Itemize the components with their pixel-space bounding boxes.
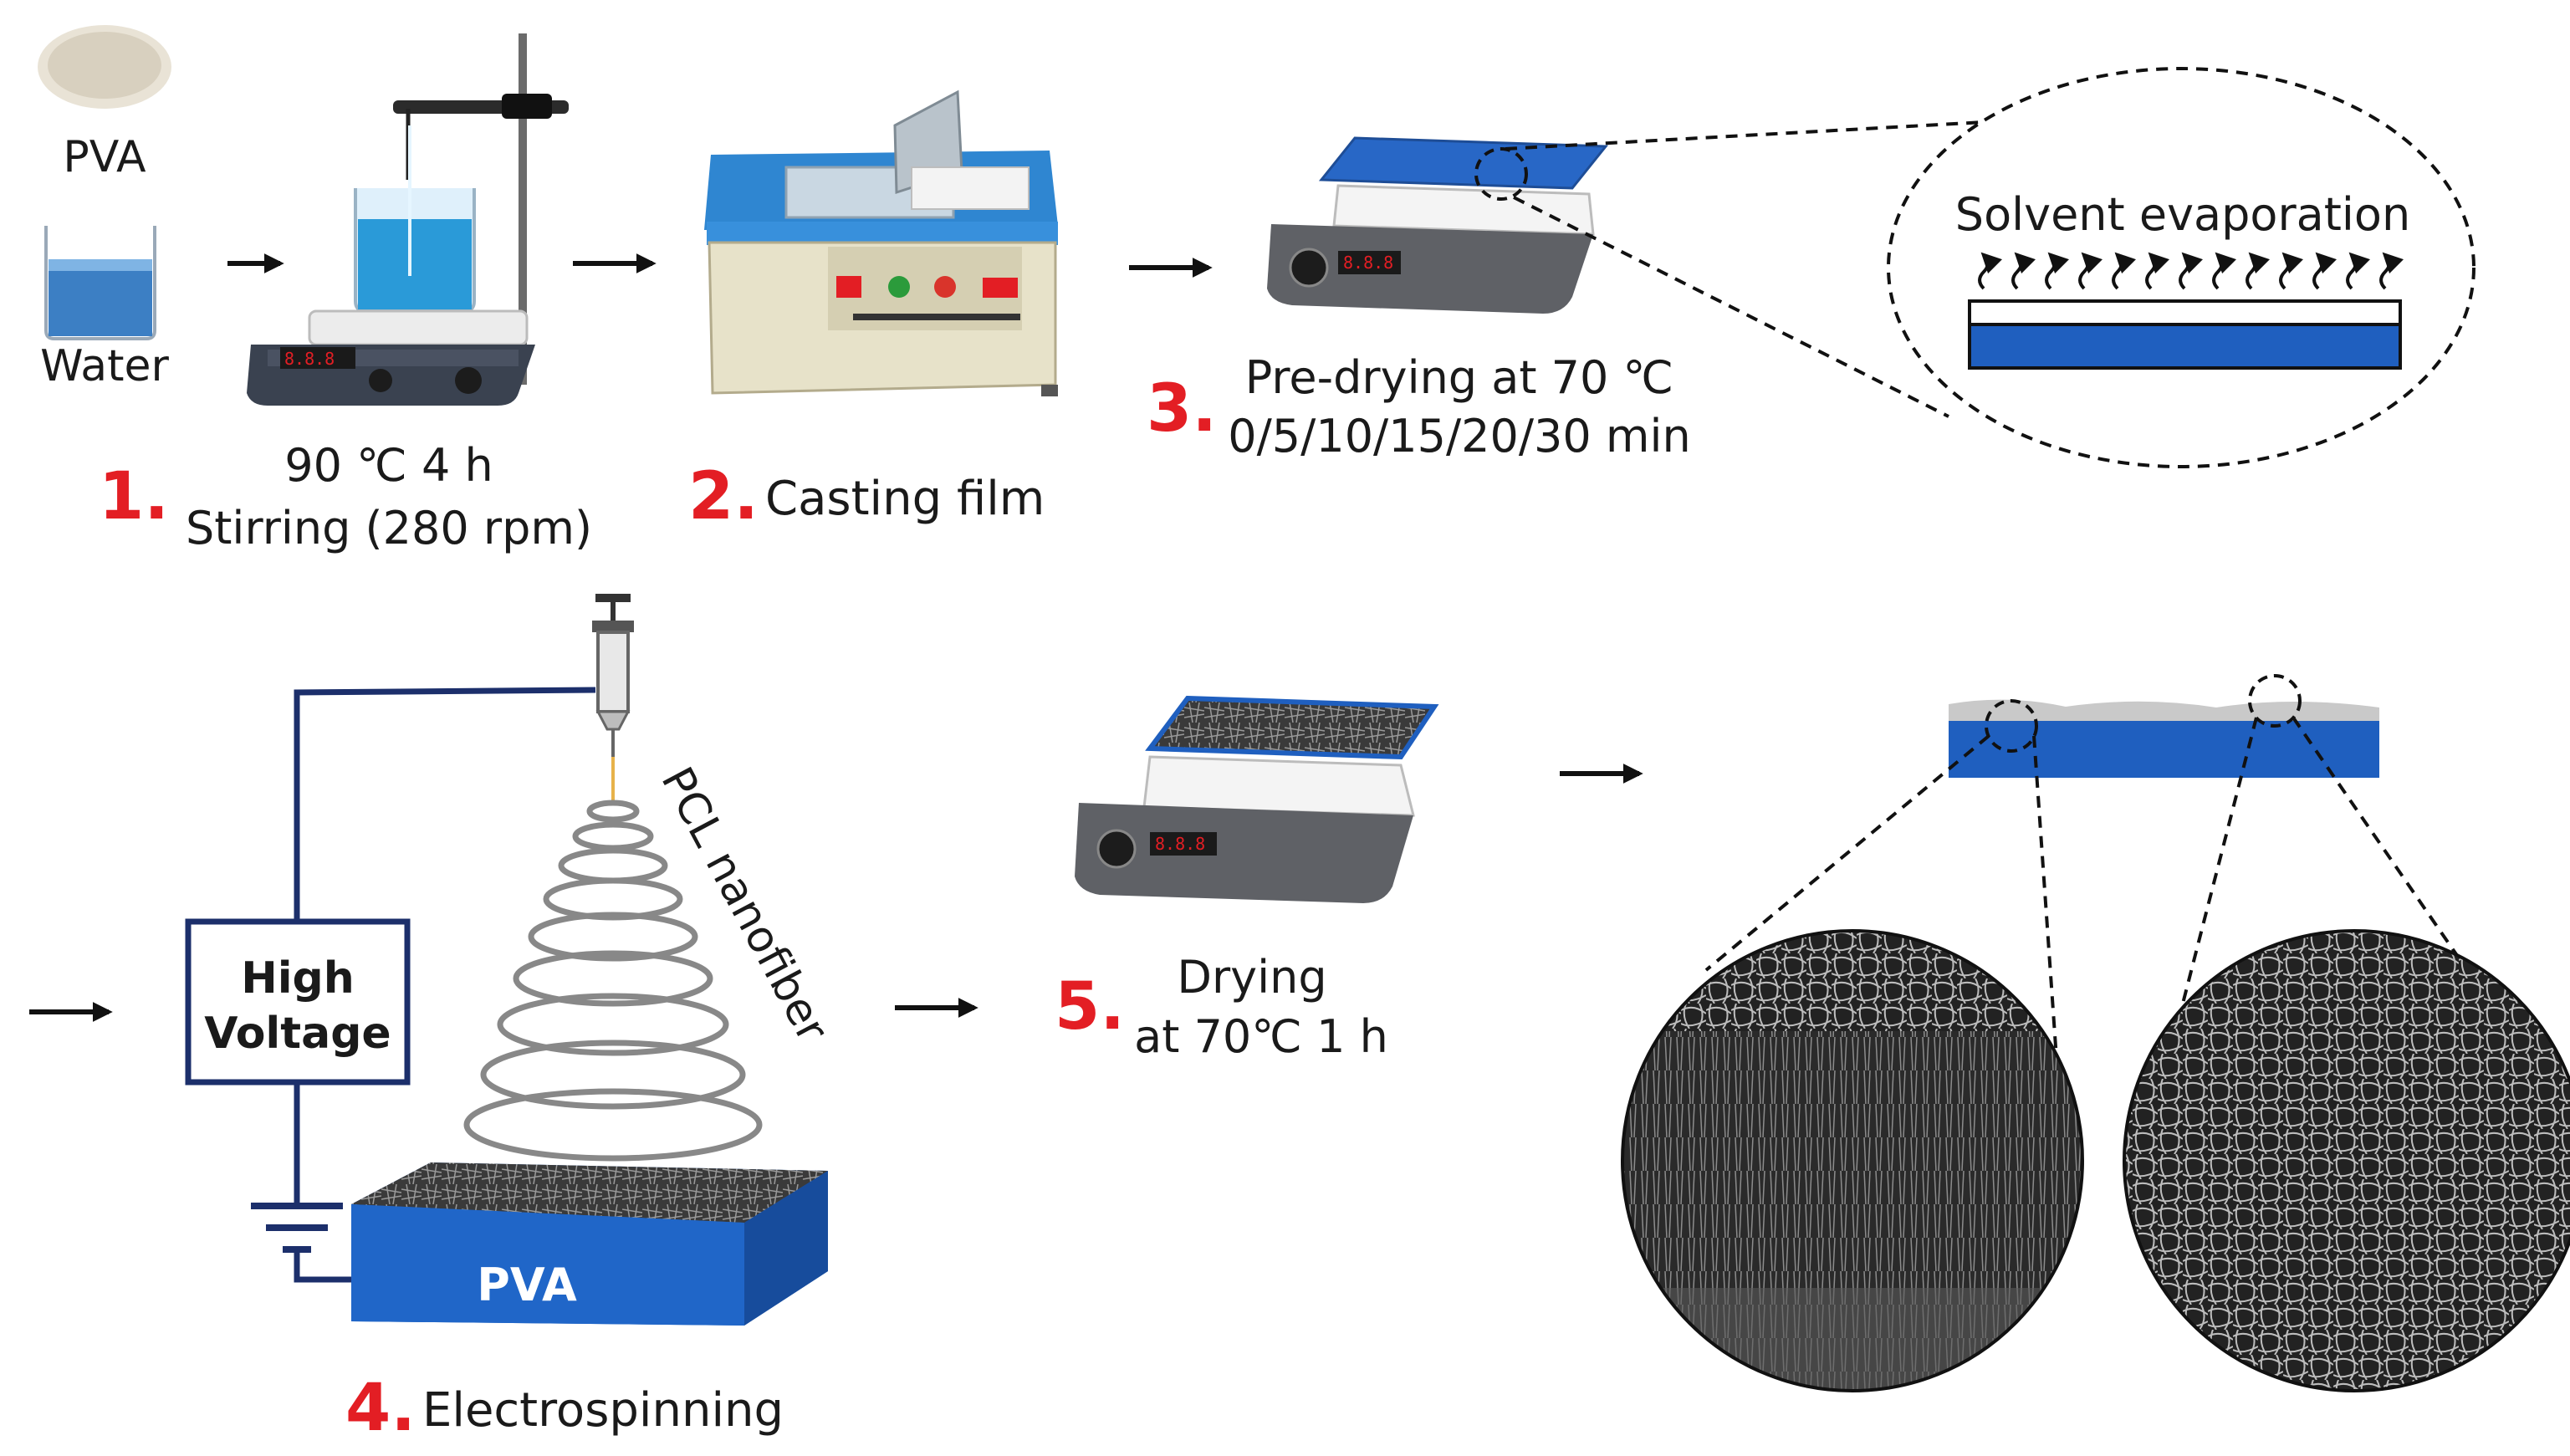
step1-stirring: Stirring (280 rpm) (186, 502, 592, 554)
step2-number: 2. (688, 459, 759, 534)
step4-label: Electrospinning (422, 1383, 784, 1438)
pva-film-layer (1968, 323, 2402, 370)
zoom-line-r2 (2292, 716, 2469, 972)
step5-drying: Drying (1177, 951, 1326, 1004)
evaporation-label: Solvent evaporation (1955, 188, 2410, 241)
hotplate-with-film-icon: 8.8.8 (1267, 136, 1609, 314)
svg-text:8.8.8: 8.8.8 (1343, 253, 1393, 273)
step5-condition: at 70℃ 1 h (1134, 1010, 1388, 1063)
step3-durations: 0/5/10/15/20/30 min (1228, 410, 1691, 462)
sem-surface-image (2124, 931, 2570, 1391)
step4-number: 4. (345, 1371, 416, 1446)
step1-condition: 90 ℃ 4 h (284, 439, 493, 492)
ground-icon (251, 1203, 343, 1253)
magnetic-stirrer-icon: 8.8.8 (247, 33, 569, 406)
pva-label: PVA (63, 132, 146, 182)
film-zoom-spot (1474, 147, 1528, 201)
zoom-line-l2 (2032, 735, 2059, 1071)
svg-text:8.8.8: 8.8.8 (1155, 834, 1205, 854)
evaporation-zoom-ellipse (1887, 67, 2475, 468)
zoom-spot-left (1985, 699, 2038, 753)
film-applicator-icon (704, 89, 1058, 396)
high-voltage-label-2: Voltage (204, 1009, 391, 1059)
syringe-icon (592, 594, 634, 757)
step3-number: 3. (1147, 371, 1217, 447)
nanofiber-spiral-icon (463, 757, 763, 1162)
step5-number: 5. (1055, 969, 1125, 1045)
evaporating-layer (1968, 299, 2402, 326)
collector-substrate (351, 1162, 828, 1326)
water-beaker-icon (44, 226, 156, 340)
collector-wire (294, 1249, 351, 1283)
pva-pellets-icon (38, 25, 171, 109)
final-membrane-fibers (1949, 699, 2379, 721)
substrate-pva-label: PVA (477, 1259, 577, 1311)
hotplate-with-membrane-icon: 8.8.8 (1075, 695, 1439, 903)
zoom-line-r1 (2181, 717, 2258, 1004)
zoom-spot-right (2248, 674, 2302, 728)
high-voltage-label-1: High (241, 953, 355, 1004)
step3-temperature: Pre-drying at 70 ℃ (1245, 351, 1673, 404)
svg-text:8.8.8: 8.8.8 (284, 349, 335, 369)
zoom-line-bottom (1513, 196, 1949, 418)
step2-label: Casting film (765, 472, 1045, 526)
evaporation-arrows-icon (1978, 252, 2404, 290)
high-voltage-wire (294, 687, 596, 922)
zoom-line-l1 (1704, 734, 1990, 972)
final-membrane-pva (1949, 721, 2379, 778)
step1-number: 1. (99, 459, 169, 534)
water-label: Water (40, 341, 169, 391)
zoom-line-top (1505, 115, 2075, 151)
